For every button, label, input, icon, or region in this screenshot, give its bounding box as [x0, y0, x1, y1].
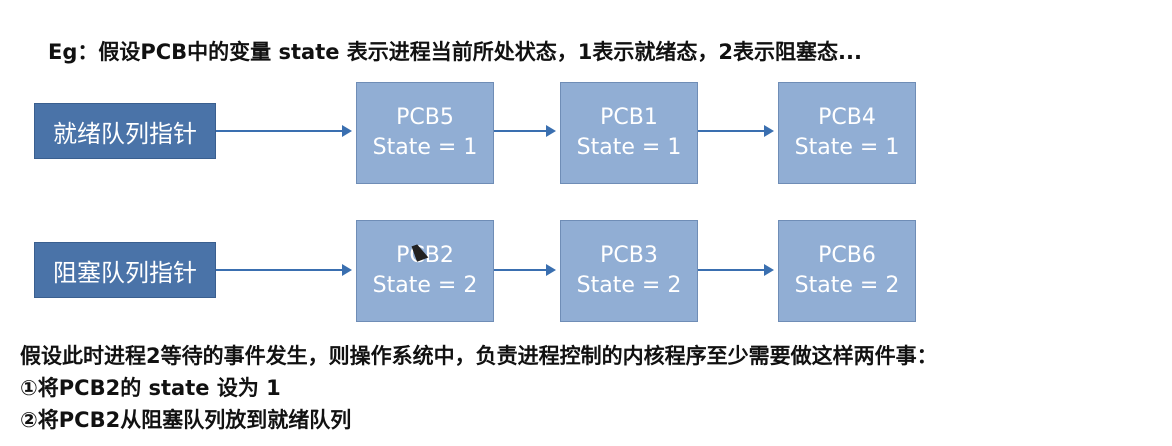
arrow-blocked-pointer-to-pcb2: [216, 264, 352, 276]
pcb-box-ready-2: PCB1 State = 1: [560, 82, 698, 184]
ready-queue-pointer-label: 就绪队列指针: [53, 119, 197, 148]
pcb-name: PCB5: [396, 105, 454, 131]
pcb-state: State = 1: [794, 135, 900, 160]
pcb-state: State = 2: [794, 273, 900, 298]
pcb-state: State = 1: [372, 135, 478, 160]
arrow-ready-1-to-2: [494, 125, 556, 137]
pcb-state: State = 1: [576, 135, 682, 160]
arrow-blocked-1-to-2: [494, 264, 556, 276]
note-line-1: 假设此时进程2等待的事件发生，则操作系统中，负责进程控制的内核程序至少需要做这样…: [20, 344, 938, 368]
pcb-box-ready-3: PCB4 State = 1: [778, 82, 916, 184]
note-line-2: ①将PCB2的 state 设为 1: [20, 376, 281, 400]
arrow-ready-pointer-to-pcb5: [216, 125, 352, 137]
blocked-queue-pointer: 阻塞队列指针: [34, 242, 216, 298]
pcb-box-blocked-1: PCB2 State = 2: [356, 220, 494, 322]
pcb-state: State = 2: [576, 273, 682, 298]
arrow-blocked-2-to-3: [698, 264, 774, 276]
ready-queue-pointer: 就绪队列指针: [34, 103, 216, 159]
note-line-3: ②将PCB2从阻塞队列放到就绪队列: [20, 408, 352, 432]
pcb-box-blocked-3: PCB6 State = 2: [778, 220, 916, 322]
pcb-name: PCB2: [396, 243, 454, 269]
pcb-name: PCB1: [600, 105, 658, 131]
blocked-queue-pointer-label: 阻塞队列指针: [53, 258, 197, 287]
pcb-name: PCB4: [818, 105, 876, 131]
pcb-state: State = 2: [372, 273, 478, 298]
pcb-box-ready-1: PCB5 State = 1: [356, 82, 494, 184]
pcb-name: PCB6: [818, 243, 876, 269]
arrow-ready-2-to-3: [698, 125, 774, 137]
heading-text: Eg：假设PCB中的变量 state 表示进程当前所处状态，1表示就绪态，2表示…: [48, 40, 862, 64]
pcb-box-blocked-2: PCB3 State = 2: [560, 220, 698, 322]
pcb-name: PCB3: [600, 243, 658, 269]
